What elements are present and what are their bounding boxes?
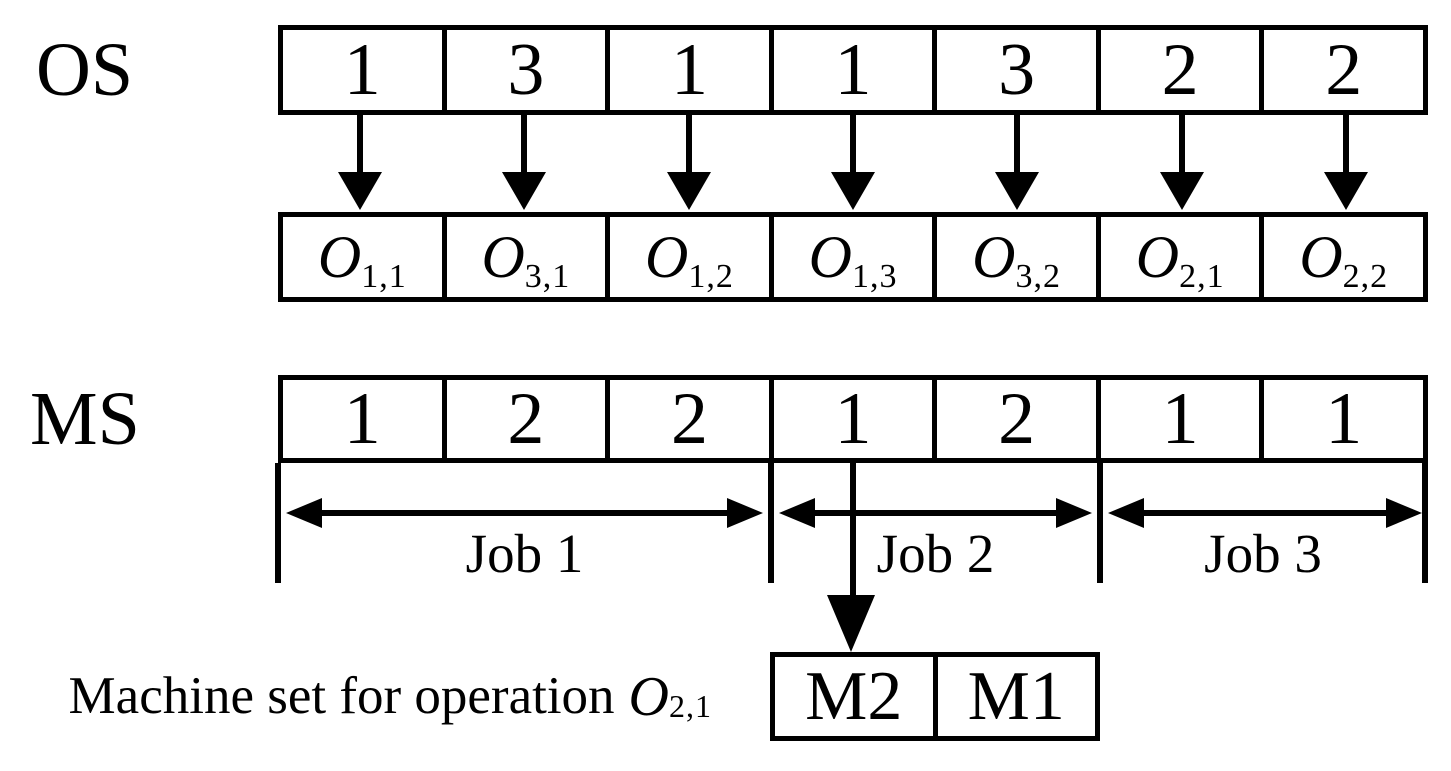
arrow-line xyxy=(322,510,727,516)
down-arrow-icon xyxy=(686,112,692,174)
os-cell-value: 2 xyxy=(1325,30,1363,110)
operation-symbol: O xyxy=(645,224,689,290)
machine-cell-value: M1 xyxy=(967,657,1065,735)
operation-cell: O2,1 xyxy=(1095,217,1260,297)
operation-subscript: 1,2 xyxy=(688,258,734,295)
arrow-left-icon xyxy=(1108,498,1144,528)
os-cell: 1 xyxy=(768,30,933,110)
down-arrow-icon xyxy=(831,172,875,210)
down-arrow-icon xyxy=(1343,112,1349,174)
down-arrow-icon xyxy=(1160,172,1204,210)
operation-subscript: 1,3 xyxy=(851,258,898,295)
operation-symbol: O xyxy=(972,224,1016,290)
arrow-left-icon xyxy=(779,498,815,528)
os-cell-value: 1 xyxy=(670,30,708,110)
caption-text: Machine set for operation xyxy=(68,667,615,725)
down-arrow-icon xyxy=(995,172,1039,210)
operation-subscript: 2,2 xyxy=(1342,258,1389,295)
ms-cell: 2 xyxy=(605,380,769,458)
ms-cell-value: 1 xyxy=(1161,380,1199,458)
down-arrow-icon xyxy=(502,172,546,210)
operation-symbol: O xyxy=(481,224,525,290)
ms-row: 1 2 2 1 2 1 1 xyxy=(278,375,1428,463)
ms-cell-value: 1 xyxy=(343,380,381,458)
os-cell: 2 xyxy=(1259,30,1423,110)
machine-set-box: M2 M1 xyxy=(770,652,1100,741)
ms-cell-value: 1 xyxy=(834,380,872,458)
down-arrow-icon xyxy=(1014,112,1020,174)
ms-cell: 2 xyxy=(932,380,1096,458)
operation-symbol: O xyxy=(808,224,852,290)
os-label: OS xyxy=(36,28,134,112)
ms-label: MS xyxy=(30,377,140,461)
operation-cell: O3,1 xyxy=(441,217,606,297)
arrow-left-icon xyxy=(286,498,322,528)
operation-subscript: 3,2 xyxy=(1015,258,1062,295)
os-row: 1 3 1 1 3 2 2 xyxy=(278,25,1428,115)
ms-cell: 2 xyxy=(441,380,606,458)
os-cell: 1 xyxy=(283,30,442,110)
ms-cell-value: 2 xyxy=(507,380,545,458)
os-cell: 3 xyxy=(932,30,1096,110)
machine-cell: M2 xyxy=(775,657,933,736)
machine-pointer-arrow xyxy=(850,463,856,597)
down-arrow-icon xyxy=(1324,172,1368,210)
arrow-line xyxy=(1144,510,1386,516)
operation-symbol: O xyxy=(317,224,362,290)
os-cell: 1 xyxy=(605,30,769,110)
os-cell-value: 1 xyxy=(343,30,381,110)
down-arrow-icon xyxy=(1179,112,1185,174)
down-arrow-icon xyxy=(827,595,875,652)
caption-operation-symbol: O xyxy=(628,665,669,728)
ms-cell: 1 xyxy=(283,380,442,458)
operation-cell: O3,2 xyxy=(932,217,1096,297)
job2-label: Job 2 xyxy=(876,523,995,584)
os-cell: 2 xyxy=(1095,30,1260,110)
ms-cell: 1 xyxy=(1095,380,1260,458)
arrow-right-icon xyxy=(1386,498,1422,528)
arrow-right-icon xyxy=(1056,498,1092,528)
job-boundary-tick xyxy=(768,463,774,583)
down-arrow-icon xyxy=(850,112,856,174)
arrow-right-icon xyxy=(727,498,763,528)
operation-cell: O1,3 xyxy=(768,217,933,297)
operation-symbol: O xyxy=(1299,224,1343,290)
operation-cell: O2,2 xyxy=(1259,217,1423,297)
operation-cell: O1,2 xyxy=(605,217,769,297)
down-arrow-icon xyxy=(357,112,363,174)
os-cell: 3 xyxy=(441,30,606,110)
job-boundary-tick xyxy=(275,463,281,583)
job-boundary-tick xyxy=(1097,463,1103,583)
operation-subscript: 1,1 xyxy=(361,258,407,295)
os-cell-value: 3 xyxy=(507,30,545,110)
ms-cell-value: 2 xyxy=(670,380,708,458)
ms-cell: 1 xyxy=(1259,380,1423,458)
job3-span-arrow xyxy=(1108,496,1422,530)
ms-cell: 1 xyxy=(768,380,933,458)
job1-label: Job 1 xyxy=(465,523,584,584)
os-cell-value: 1 xyxy=(834,30,872,110)
ms-cell-value: 2 xyxy=(998,380,1036,458)
job2-span-arrow xyxy=(779,496,1092,530)
operation-row: O1,1 O3,1 O1,2 O1,3 O3,2 O2,1 O2,2 xyxy=(278,212,1428,302)
operation-symbol: O xyxy=(1135,224,1180,290)
ms-cell-value: 1 xyxy=(1325,380,1363,458)
down-arrow-icon xyxy=(338,172,382,210)
job1-span-arrow xyxy=(286,496,763,530)
machine-cell: M1 xyxy=(932,657,1096,736)
job3-label: Job 3 xyxy=(1204,523,1322,584)
job-boundary-tick xyxy=(1422,463,1428,583)
arrow-line xyxy=(815,510,1056,516)
caption-operation-subscript: 2,1 xyxy=(669,687,712,724)
down-arrow-icon xyxy=(521,112,527,174)
os-cell-value: 2 xyxy=(1161,30,1199,110)
down-arrow-icon xyxy=(667,172,711,210)
operation-cell: O1,1 xyxy=(283,217,442,297)
operation-subscript: 3,1 xyxy=(524,258,571,295)
machine-cell-value: M2 xyxy=(805,657,903,735)
operation-subscript: 2,1 xyxy=(1179,258,1225,295)
os-cell-value: 3 xyxy=(998,30,1036,110)
